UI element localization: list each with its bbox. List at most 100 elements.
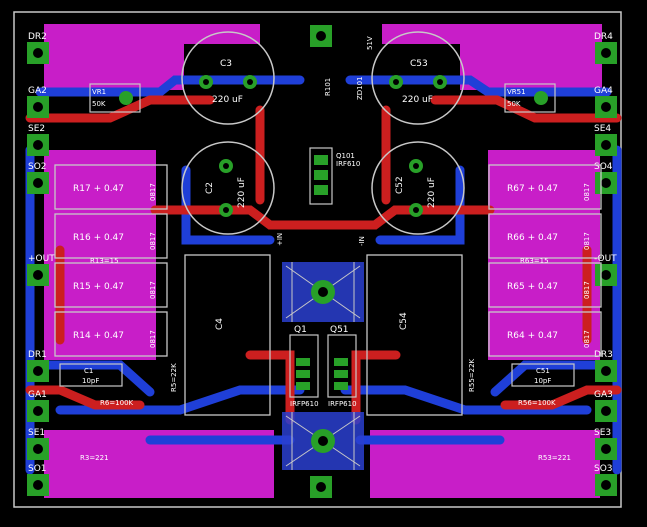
- edge-connector[interactable]: SO1: [27, 464, 49, 496]
- zener-label: 51V: [366, 36, 374, 50]
- pot-value: 50K: [92, 100, 106, 108]
- connector-label: GA2: [28, 86, 47, 96]
- connector-label: GA3: [594, 390, 613, 400]
- connector-label: SE1: [28, 428, 45, 438]
- edge-connector[interactable]: GA4: [594, 86, 617, 118]
- resistor-ref: R67 + 0.47: [507, 184, 558, 194]
- input-label: +IN: [276, 233, 284, 246]
- edge-connector[interactable]: SE3: [594, 428, 617, 460]
- resistor-label: R63=15: [520, 257, 549, 265]
- main-transistors: [289, 334, 357, 398]
- resistor-package: 0817: [583, 281, 591, 299]
- electrolytic-capacitor: C3 220 uF: [181, 31, 275, 125]
- resistor-label: R55=22K: [468, 358, 476, 392]
- film-caps: [184, 254, 463, 416]
- transistor-part: IRFP610: [290, 400, 319, 408]
- edge-connector[interactable]: SE4: [594, 124, 617, 156]
- resistor-label: R3=221: [80, 454, 109, 462]
- power-resistor: R14 + 0.47 0817: [54, 311, 168, 357]
- connector-label: GA1: [28, 390, 47, 400]
- edge-connector[interactable]: DR4: [594, 32, 617, 64]
- mounting-holes: [310, 25, 332, 498]
- heatsink-top: [282, 262, 364, 322]
- transistor-label: Q1: [294, 325, 307, 335]
- resistor-ref: R17 + 0.47: [73, 184, 124, 194]
- connector-label: -OUT: [594, 254, 617, 264]
- edge-connector[interactable]: DR2: [27, 32, 49, 64]
- film-cap-label: C4: [215, 318, 225, 330]
- resistor-package: 0817: [149, 330, 157, 348]
- resistor-package: 0817: [583, 232, 591, 250]
- edge-connector[interactable]: SE1: [27, 428, 49, 460]
- resistor-package: 0817: [583, 330, 591, 348]
- edge-connector[interactable]: DR1: [27, 350, 49, 382]
- resistor-ref: R66 + 0.47: [507, 233, 558, 243]
- resistor-ref: R64 + 0.47: [507, 331, 558, 341]
- connector-label: +OUT: [28, 254, 55, 264]
- resistor-package: 0817: [583, 183, 591, 201]
- resistor-ref: R16 + 0.47: [73, 233, 124, 243]
- electrolytic-capacitor: C53 220 uF: [371, 31, 465, 125]
- connector-label: DR4: [594, 32, 613, 42]
- edge-connector[interactable]: DR3: [594, 350, 617, 382]
- resistor-ref: R15 + 0.47: [73, 282, 124, 292]
- resistor-label: R13=15: [90, 257, 119, 265]
- connector-label: DR3: [594, 350, 613, 360]
- connector-label: SO2: [28, 162, 47, 172]
- connector-label: GA4: [594, 86, 613, 96]
- resistor-package: 0817: [149, 232, 157, 250]
- capacitor-value: 220 uF: [212, 95, 243, 105]
- capacitor-ref: C53: [410, 59, 428, 69]
- edge-connector[interactable]: GA1: [27, 390, 49, 422]
- edge-connector[interactable]: +OUT: [27, 254, 55, 286]
- pot-ref: VR1: [92, 88, 106, 96]
- transistor-label: Q51: [330, 325, 349, 335]
- input-label: -IN: [358, 236, 366, 246]
- connector-label: SE2: [28, 124, 45, 134]
- capacitor-value: 220 uF: [427, 177, 437, 208]
- connector-label: SE4: [594, 124, 611, 134]
- connector-label: SO4: [594, 162, 613, 172]
- capacitor-value: 10pF: [534, 377, 551, 385]
- connector-label: SE3: [594, 428, 611, 438]
- power-resistor: R65 + 0.47 0817: [488, 262, 602, 308]
- edge-connector[interactable]: -OUT: [594, 254, 617, 286]
- capacitor-ref: C3: [220, 59, 232, 69]
- edge-connector[interactable]: GA3: [594, 390, 617, 422]
- resistor-label: R53=221: [538, 454, 571, 462]
- edge-connector[interactable]: GA2: [27, 86, 49, 118]
- transistor-part: IRF610: [336, 160, 360, 168]
- zener-label: ZD101: [356, 76, 364, 100]
- connector-label: SO3: [594, 464, 613, 474]
- resistor-label: R56=100K: [518, 399, 556, 407]
- transistor-label: Q101: [336, 152, 355, 160]
- edge-connector[interactable]: SO3: [594, 464, 617, 496]
- capacitor-ref: C51: [536, 367, 550, 375]
- capacitor-value: 220 uF: [237, 177, 247, 208]
- q101-transistor: [309, 147, 333, 205]
- connector-label: SO1: [28, 464, 47, 474]
- resistor-ref: R14 + 0.47: [73, 331, 124, 341]
- pot-ref: VR51: [507, 88, 526, 96]
- connector-label: DR2: [28, 32, 47, 42]
- power-resistor: R17 + 0.47 0817: [54, 164, 168, 210]
- power-resistor: R67 + 0.47 0817: [488, 164, 602, 210]
- edge-connector[interactable]: SO2: [27, 162, 49, 194]
- heatsink-bottom: [282, 412, 364, 470]
- capacitor-value: 10pF: [82, 377, 99, 385]
- resistor-ref: R65 + 0.47: [507, 282, 558, 292]
- edge-connector[interactable]: SE2: [27, 124, 49, 156]
- capacitor-value: 220 uF: [402, 95, 433, 105]
- resistor-package: 0817: [149, 183, 157, 201]
- power-resistor: R16 + 0.47 0817: [54, 213, 168, 259]
- power-resistor: R66 + 0.47 0817: [488, 213, 602, 259]
- small-capacitor: C51 10pF: [511, 363, 575, 387]
- trim-potentiometer[interactable]: VR1 50K: [89, 83, 141, 113]
- power-resistor: R64 + 0.47 0817: [488, 311, 602, 357]
